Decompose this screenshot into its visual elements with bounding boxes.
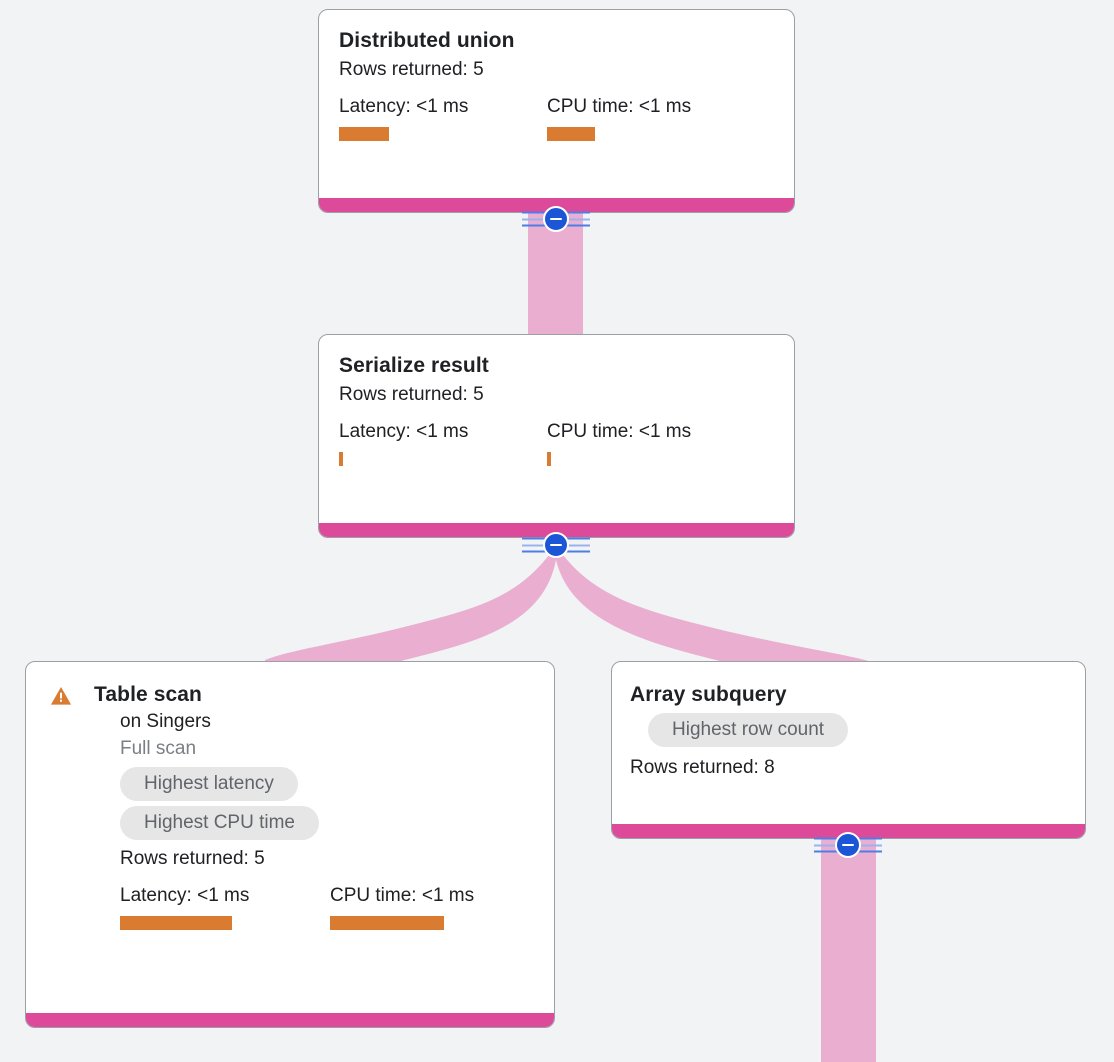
node-metrics: Latency: <1 ms CPU time: <1 ms — [339, 96, 774, 141]
node-detail-block: on Singers Full scan Highest latency Hig… — [120, 708, 534, 930]
metric-cpu-time: CPU time: <1 ms — [547, 421, 691, 466]
metric-cpu-time-bar — [547, 127, 595, 141]
metric-cpu-time-label: CPU time: <1 ms — [547, 96, 692, 117]
chip-highest-row-count[interactable]: Highest row count — [648, 713, 849, 747]
metric-cpu-time: CPU time: <1 ms — [547, 96, 691, 141]
node-body: Distributed union Rows returned: 5 Laten… — [319, 10, 794, 198]
metric-latency-label: Latency: <1 ms — [120, 885, 250, 906]
rows-returned: Rows returned: 5 — [339, 384, 484, 405]
node-metrics: Latency: <1 ms CPU time: <1 ms — [339, 421, 774, 466]
node-body: Array subquery Highest row count Rows re… — [612, 662, 1085, 824]
node-metrics: Latency: <1 ms CPU time: <1 ms — [120, 885, 534, 930]
metric-cpu-time-bar — [330, 916, 444, 930]
toggle-serialize-result[interactable] — [522, 532, 590, 558]
node-distributed-union[interactable]: Distributed union Rows returned: 5 Laten… — [318, 9, 795, 213]
node-title-row: Serialize result — [339, 353, 774, 379]
node-title: Serialize result — [339, 354, 489, 377]
node-detail: Full scan — [120, 738, 197, 759]
warning-icon — [50, 687, 72, 705]
chip-highest-latency[interactable]: Highest latency — [120, 767, 298, 801]
edge-array-subquery-to-offscreen-child — [821, 838, 876, 1062]
node-status-bar — [26, 1013, 554, 1027]
node-status-bar — [319, 198, 794, 212]
rows-returned: Rows returned: 5 — [120, 848, 265, 869]
metric-cpu-time-bar — [547, 452, 551, 466]
toggle-distributed-union[interactable] — [522, 206, 590, 232]
node-chips: Highest row count — [648, 713, 1065, 747]
metric-latency: Latency: <1 ms — [339, 96, 547, 141]
metric-latency-label: Latency: <1 ms — [339, 96, 469, 117]
node-array-subquery[interactable]: Array subquery Highest row count Rows re… — [611, 661, 1086, 839]
metric-cpu-time-label: CPU time: <1 ms — [547, 421, 692, 442]
metric-latency-bar — [339, 452, 343, 466]
metric-latency: Latency: <1 ms — [339, 421, 547, 466]
metric-latency: Latency: <1 ms — [120, 885, 330, 930]
metric-latency-label: Latency: <1 ms — [339, 421, 469, 442]
collapse-minus-icon[interactable] — [835, 832, 861, 858]
node-status-bar — [319, 523, 794, 537]
toggle-array-subquery[interactable] — [814, 832, 882, 858]
node-title-row: Table scan — [50, 682, 534, 708]
node-status-bar — [612, 824, 1085, 838]
metric-cpu-time: CPU time: <1 ms — [330, 885, 474, 930]
node-table-scan[interactable]: Table scan on Singers Full scan Highest … — [25, 661, 555, 1028]
node-serialize-result[interactable]: Serialize result Rows returned: 5 Latenc… — [318, 334, 795, 538]
node-chips: Highest latency Highest CPU time — [120, 767, 534, 840]
node-title: Array subquery — [630, 683, 787, 706]
node-title: Table scan — [94, 683, 202, 706]
node-body: Serialize result Rows returned: 5 Latenc… — [319, 335, 794, 523]
node-title-row: Array subquery — [630, 682, 1065, 708]
node-title-row: Distributed union — [339, 28, 774, 54]
node-title: Distributed union — [339, 29, 515, 52]
collapse-minus-icon[interactable] — [543, 206, 569, 232]
node-subtitle: on Singers — [120, 711, 211, 732]
rows-returned: Rows returned: 8 — [630, 757, 775, 778]
metric-latency-bar — [120, 916, 232, 930]
collapse-minus-icon[interactable] — [543, 532, 569, 558]
chip-highest-cpu-time[interactable]: Highest CPU time — [120, 806, 319, 840]
rows-returned: Rows returned: 5 — [339, 59, 484, 80]
metric-cpu-time-label: CPU time: <1 ms — [330, 885, 475, 906]
metric-latency-bar — [339, 127, 389, 141]
node-body: Table scan on Singers Full scan Highest … — [26, 662, 554, 1013]
